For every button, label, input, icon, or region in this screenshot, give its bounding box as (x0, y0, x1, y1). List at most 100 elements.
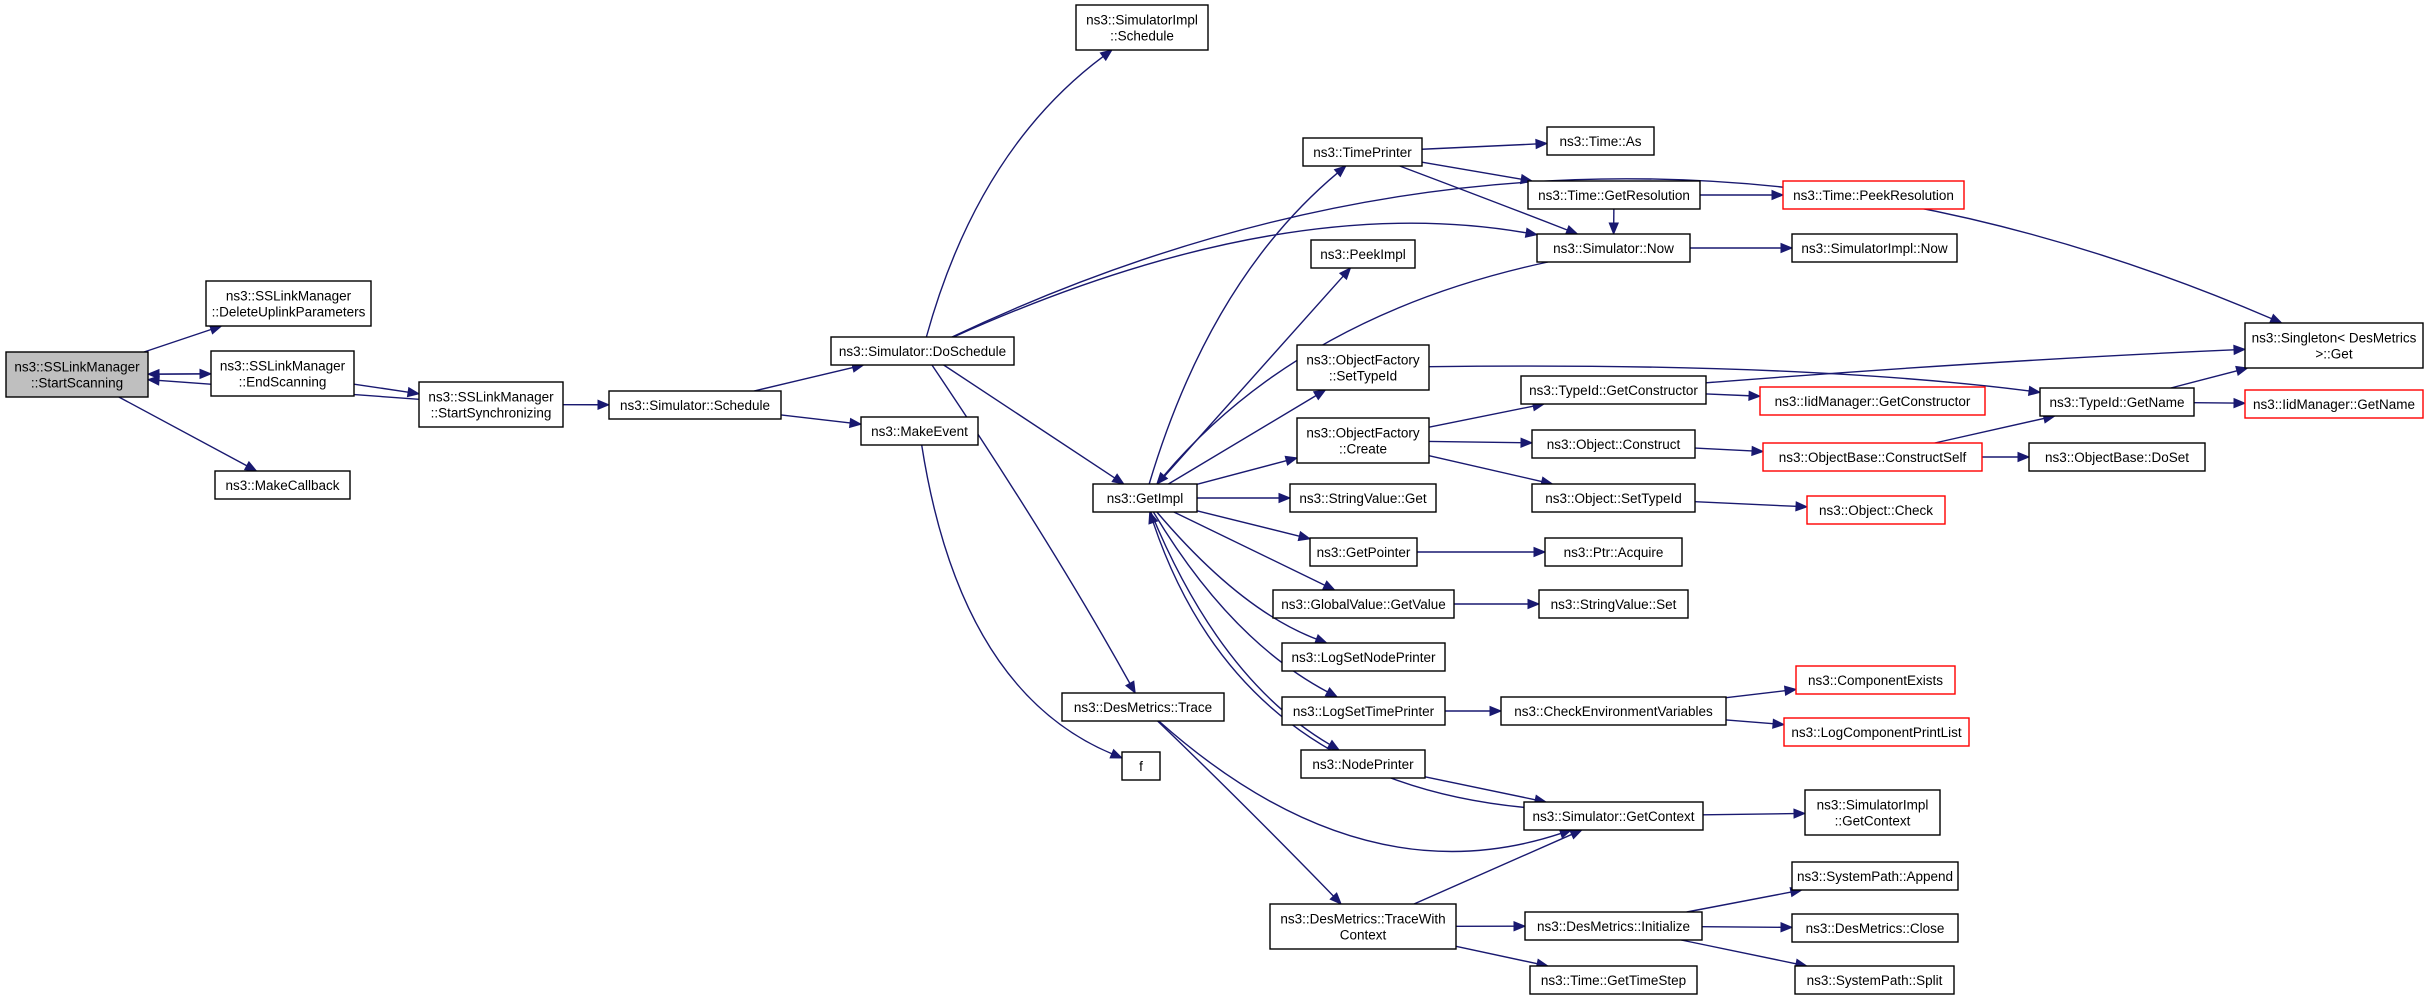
edge-doSchedule-to-implSchedule (925, 49, 1113, 338)
node-box (1806, 495, 1946, 525)
edge-line (780, 414, 851, 424)
node-label: ns3::Simulator::Schedule (620, 398, 770, 413)
node-label: ::StartSynchronizing (431, 406, 552, 421)
edge-simNow-to-getImpl (1156, 261, 1549, 486)
node-logSetTime[interactable]: ns3::LogSetTimePrinter (1281, 696, 1446, 726)
node-simNow[interactable]: ns3::Simulator::Now (1536, 233, 1691, 263)
node-label: ns3::SystemPath::Append (1797, 869, 1953, 884)
node-box (1281, 642, 1446, 672)
node-box (1500, 696, 1727, 726)
edge-line (943, 364, 1116, 479)
node-gvGetValue[interactable]: ns3::GlobalValue::GetValue (1272, 589, 1455, 619)
node-timeAs[interactable]: ns3::Time::As (1546, 126, 1655, 156)
node-getPointer[interactable]: ns3::GetPointer (1309, 537, 1418, 567)
node-label: ns3::ObjectBase::ConstructSelf (1779, 450, 1967, 465)
node-makeCallback[interactable]: ns3::MakeCallback (214, 470, 351, 500)
node-deleteUplink[interactable]: ns3::SSLinkManager::DeleteUplinkParamete… (205, 280, 372, 327)
node-implGetCtx[interactable]: ns3::SimulatorImpl::GetContext (1804, 789, 1941, 836)
node-ptrAcquire[interactable]: ns3::Ptr::Acquire (1544, 537, 1683, 567)
arrowhead (1513, 920, 1527, 932)
node-timePrinter[interactable]: ns3::TimePrinter (1302, 137, 1423, 167)
node-spSplit[interactable]: ns3::SystemPath::Split (1794, 965, 1955, 995)
node-box (1759, 386, 1986, 416)
node-iidGetCtor[interactable]: ns3::IidManager::GetConstructor (1759, 386, 1986, 416)
node-box (1536, 233, 1691, 263)
node-box (1782, 180, 1965, 210)
node-makeEvent[interactable]: ns3::MakeEvent (860, 416, 979, 446)
node-singletonGet[interactable]: ns3::Singleton< DesMetrics>::Get (2244, 322, 2424, 369)
node-objCheck[interactable]: ns3::Object::Check (1806, 495, 1946, 525)
node-implSchedule[interactable]: ns3::SimulatorImpl::Schedule (1075, 4, 1209, 51)
node-label: ns3::DesMetrics::TraceWith (1280, 912, 1445, 927)
node-box (1791, 233, 1958, 263)
node-checkEnv[interactable]: ns3::CheckEnvironmentVariables (1500, 696, 1727, 726)
node-obConstructSelf[interactable]: ns3::ObjectBase::ConstructSelf (1762, 442, 1983, 472)
node-label: ns3::Singleton< DesMetrics (2252, 331, 2417, 346)
node-label: ns3::SimulatorImpl (1817, 798, 1929, 813)
node-startSync[interactable]: ns3::SSLinkManager::StartSynchronizing (418, 381, 564, 428)
node-box (1791, 861, 1959, 891)
node-svSet[interactable]: ns3::StringValue::Set (1538, 589, 1689, 619)
node-objConstruct[interactable]: ns3::Object::Construct (1531, 429, 1696, 459)
node-desClose[interactable]: ns3::DesMetrics::Close (1791, 913, 1959, 943)
node-peekRes[interactable]: ns3::Time::PeekResolution (1782, 180, 1965, 210)
node-label: ::Schedule (1110, 29, 1174, 44)
node-logSetNode[interactable]: ns3::LogSetNodePrinter (1281, 642, 1446, 672)
edge-line (1681, 939, 1797, 965)
node-getRes[interactable]: ns3::Time::GetResolution (1527, 180, 1701, 210)
node-nodePrinter[interactable]: ns3::NodePrinter (1300, 749, 1426, 779)
edge-simSchedule-to-doSchedule (753, 362, 865, 392)
node-endScanning[interactable]: ns3::SSLinkManager::EndScanning (210, 350, 355, 397)
node-getTimeStep[interactable]: ns3::Time::GetTimeStep (1529, 965, 1698, 995)
node-desTrace[interactable]: ns3::DesMetrics::Trace (1061, 692, 1225, 722)
node-tidGetName[interactable]: ns3::TypeId::GetName (2039, 387, 2195, 417)
edge-line (1421, 143, 1537, 150)
edge-objSetTypeId-to-objCheck (1694, 501, 1809, 512)
node-box (1296, 417, 1430, 464)
edge-line (1168, 395, 1317, 485)
node-box (2039, 387, 2195, 417)
edge-line (1421, 161, 1522, 180)
edge-line (1428, 454, 1542, 483)
node-label: ns3::SystemPath::Split (1807, 973, 1943, 988)
node-ofSetTypeId[interactable]: ns3::ObjectFactory::SetTypeId (1296, 344, 1430, 391)
node-label: ns3::LogSetTimePrinter (1293, 704, 1435, 719)
node-simGetCtx[interactable]: ns3::Simulator::GetContext (1523, 801, 1704, 831)
node-peekImpl[interactable]: ns3::PeekImpl (1310, 239, 1416, 269)
node-doSchedule[interactable]: ns3::Simulator::DoSchedule (830, 336, 1015, 366)
node-label: ::SetTypeId (1329, 369, 1397, 384)
arrowhead (2233, 344, 2247, 356)
edge-line (353, 383, 409, 393)
node-simSchedule[interactable]: ns3::Simulator::Schedule (608, 390, 782, 420)
arrowhead (146, 368, 160, 380)
edge-line (1694, 501, 1797, 508)
edge-makeEvent-to-f (920, 444, 1124, 759)
node-desInit[interactable]: ns3::DesMetrics::Initialize (1524, 911, 1703, 941)
arrowhead (1314, 634, 1328, 644)
node-f[interactable]: f (1121, 751, 1161, 781)
arrowhead (1338, 267, 1352, 281)
edge-getImpl-to-timePrinter (1148, 165, 1347, 485)
node-label: ns3::IidManager::GetName (2253, 397, 2415, 412)
node-compExists[interactable]: ns3::ComponentExists (1795, 665, 1956, 695)
node-iidGetName[interactable]: ns3::IidManager::GetName (2244, 389, 2424, 419)
node-box (608, 390, 782, 420)
arrowhead (848, 417, 863, 429)
node-box (2028, 442, 2206, 472)
node-ofCreate[interactable]: ns3::ObjectFactory::Create (1296, 417, 1430, 464)
arrowhead (1297, 530, 1312, 542)
node-label: ns3::ObjectBase::DoSet (2045, 450, 2189, 465)
node-getImpl[interactable]: ns3::GetImpl (1092, 483, 1198, 513)
node-box (1783, 717, 1970, 747)
edge-tidGetName-to-singletonGet (2170, 365, 2249, 389)
node-spAppend[interactable]: ns3::SystemPath::Append (1791, 861, 1959, 891)
node-obDoSet[interactable]: ns3::ObjectBase::DoSet (2028, 442, 2206, 472)
node-svGet[interactable]: ns3::StringValue::Get (1289, 483, 1437, 513)
node-logCompPrint[interactable]: ns3::LogComponentPrintList (1783, 717, 1970, 747)
node-root[interactable]: ns3::SSLinkManager::StartScanning (5, 351, 149, 398)
arrowhead (146, 375, 160, 386)
node-implNow[interactable]: ns3::SimulatorImpl::Now (1791, 233, 1958, 263)
node-tidGetCtor[interactable]: ns3::TypeId::GetConstructor (1520, 375, 1707, 405)
node-objSetTypeId[interactable]: ns3::Object::SetTypeId (1531, 483, 1696, 513)
